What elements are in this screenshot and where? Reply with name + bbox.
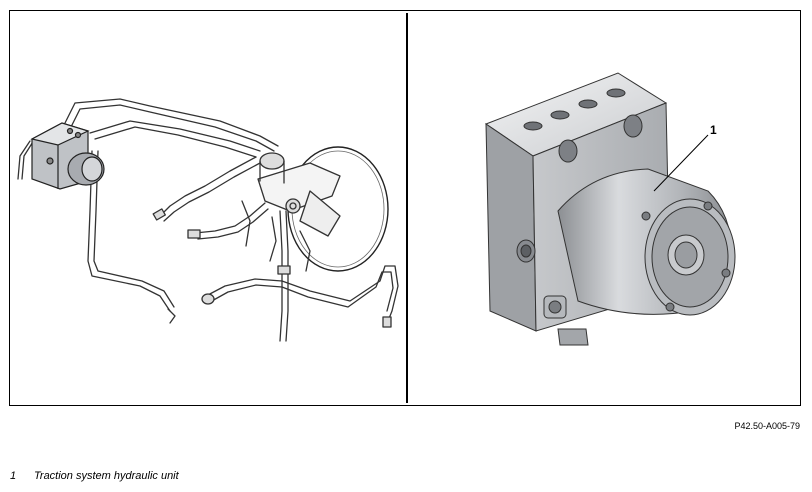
callout-label-1: 1 (710, 123, 717, 137)
brake-lines-drawing (17, 98, 399, 342)
callout-leader-line (653, 134, 709, 192)
panel-divider (406, 13, 408, 403)
hydraulic-unit-drawing: 1 (484, 72, 736, 346)
hydraulic-unit-small (30, 122, 105, 190)
pump-motor (557, 168, 736, 316)
legend-item: 1 Traction system hydraulic unit (10, 470, 179, 482)
figure-frame: 1 (9, 10, 801, 406)
brake-lines-overview (10, 11, 406, 405)
figure-reference-code: P42.50-A005-79 (734, 421, 800, 431)
hydraulic-unit-detail: 1 (408, 11, 800, 405)
legend-item-number: 1 (10, 470, 17, 482)
legend-item-text: Traction system hydraulic unit (34, 470, 179, 482)
